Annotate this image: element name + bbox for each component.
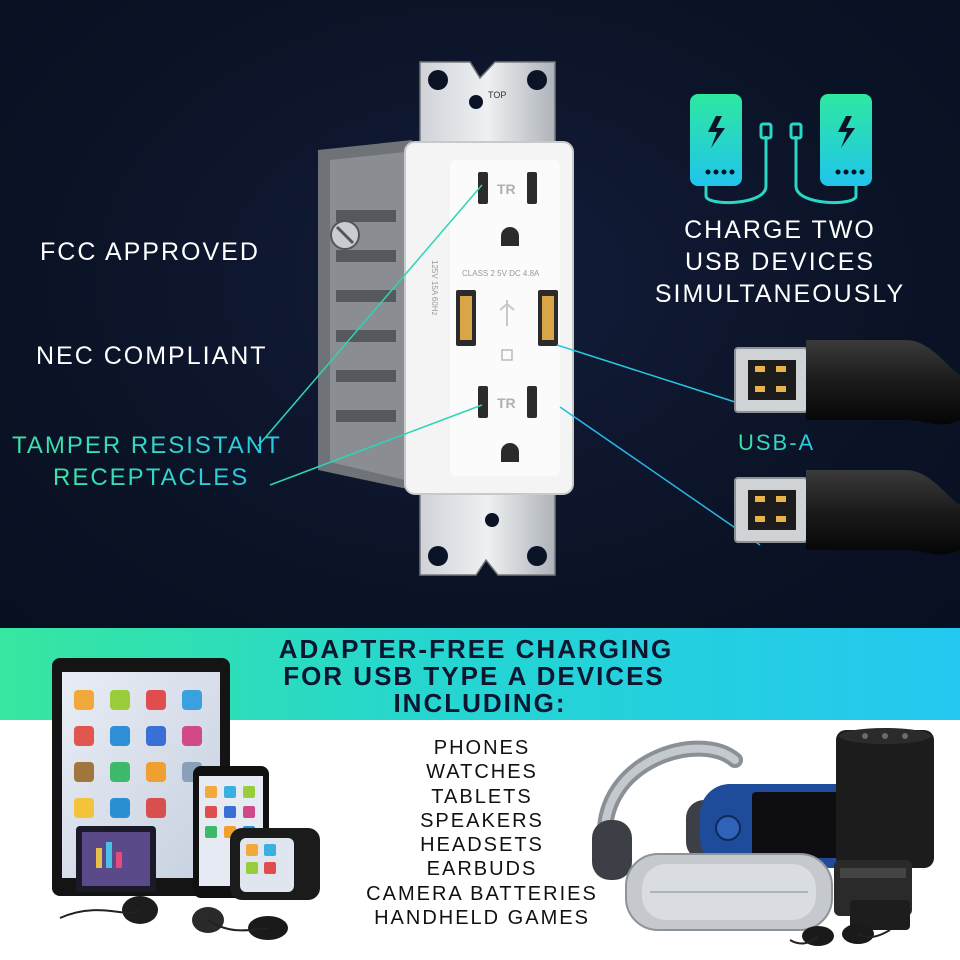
earbuds-icon bbox=[59, 896, 288, 940]
outlet-housing bbox=[318, 140, 412, 490]
list-item: PHONES bbox=[433, 737, 531, 759]
list-item: CAMERA BATTERIES bbox=[366, 882, 598, 905]
bluetooth-speaker-icon bbox=[625, 853, 833, 931]
nec-compliant-label: NEC COMPLIANT bbox=[36, 342, 268, 370]
charge-line-2: USB DEVICES bbox=[684, 248, 876, 276]
list-item: TABLETS bbox=[431, 785, 533, 808]
charge-cable bbox=[704, 122, 858, 205]
plate-top-text: TOP bbox=[488, 90, 506, 100]
usb-a-label: USB-A bbox=[738, 430, 816, 455]
tamper-resistant-label: TAMPER RESISTANT bbox=[12, 432, 282, 459]
voltage-rating-text: 125V 15A 60Hz bbox=[430, 260, 439, 316]
class-rating-text: CLASS 2 5V DC 4.8A bbox=[462, 269, 540, 278]
usb-a-plug-icon-2 bbox=[734, 470, 960, 555]
usb-a-plug-icon bbox=[734, 340, 960, 425]
list-item: EARBUDS bbox=[426, 858, 538, 881]
music-player-icon bbox=[76, 826, 156, 892]
charge-line-1: CHARGE TWO bbox=[684, 216, 876, 244]
smartwatch-icon bbox=[230, 828, 320, 900]
mounting-strap bbox=[419, 61, 556, 576]
band-line-1: ADAPTER-FREE CHARGING bbox=[278, 634, 674, 664]
smart-speaker-icon bbox=[836, 728, 934, 868]
earbuds-icon-2 bbox=[789, 924, 891, 946]
battery-bolt-icon bbox=[690, 94, 742, 186]
list-item: HANDHELD GAMES bbox=[374, 907, 590, 930]
list-item: SPEAKERS bbox=[420, 809, 544, 832]
band-line-2: FOR USB TYPE A DEVICES bbox=[283, 661, 665, 691]
band-line-3: INCLUDING: bbox=[393, 688, 567, 718]
list-item: HEADSETS bbox=[420, 834, 544, 857]
receptacles-label: RECEPTACLES bbox=[53, 464, 250, 491]
device-list: PHONES WATCHES TABLETS SPEAKERS HEADSETS… bbox=[352, 736, 612, 930]
callout-lines bbox=[257, 184, 761, 546]
outlet-face bbox=[404, 141, 574, 495]
tr-mark-bottom: TR bbox=[497, 395, 516, 411]
camera-battery-icon bbox=[834, 860, 912, 930]
fcc-approved-label: FCC APPROVED bbox=[40, 238, 260, 266]
tr-mark-top: TR bbox=[497, 181, 516, 197]
battery-bolt-icon-2 bbox=[820, 94, 872, 186]
list-item: WATCHES bbox=[426, 761, 538, 784]
charge-line-3: SIMULTANEOUSLY bbox=[654, 280, 906, 308]
